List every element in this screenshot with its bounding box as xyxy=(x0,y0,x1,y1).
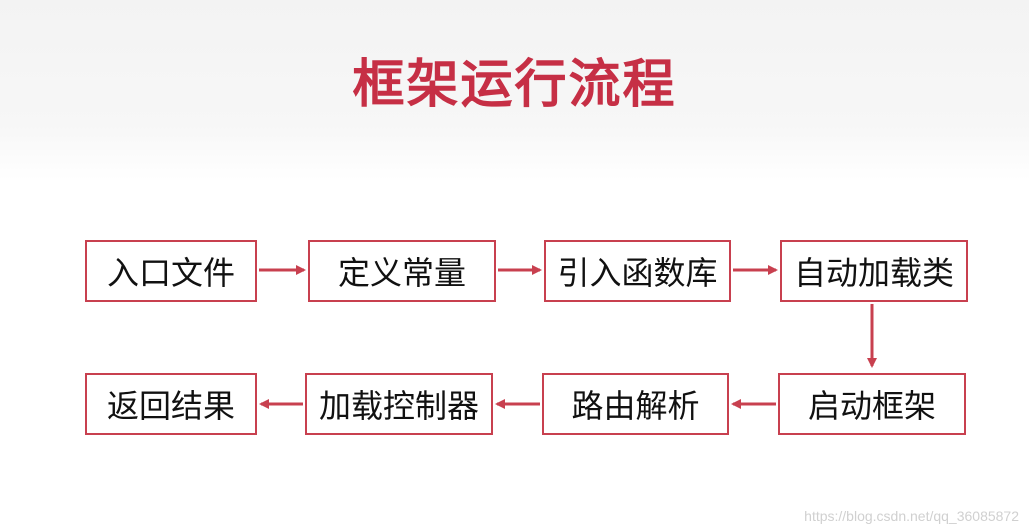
title-band xyxy=(0,0,1029,180)
node-start-framework: 启动框架 xyxy=(778,373,966,435)
node-include-functions: 引入函数库 xyxy=(544,240,731,302)
node-autoload-classes: 自动加载类 xyxy=(780,240,968,302)
node-load-controller: 加载控制器 xyxy=(305,373,493,435)
node-route-parsing: 路由解析 xyxy=(542,373,729,435)
node-return-result: 返回结果 xyxy=(85,373,257,435)
node-define-constants: 定义常量 xyxy=(308,240,496,302)
page-title: 框架运行流程 xyxy=(352,55,677,115)
node-entry-file: 入口文件 xyxy=(85,240,257,302)
watermark-url: https://blog.csdn.net/qq_36085872 xyxy=(804,508,1019,524)
